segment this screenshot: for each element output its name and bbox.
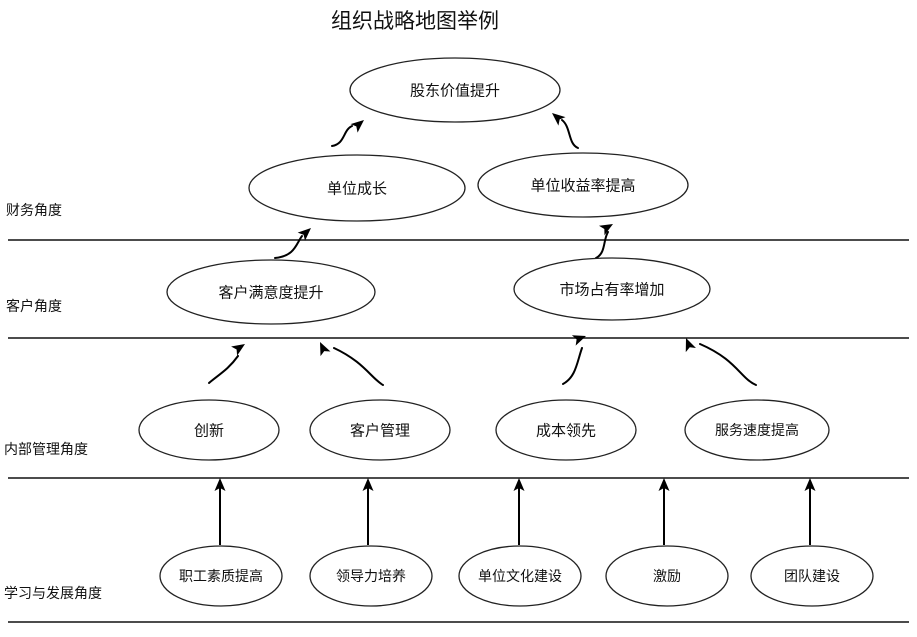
perspective-label-internal: 内部管理角度 <box>4 442 88 458</box>
arrowhead-glyph <box>598 224 613 236</box>
node-label-unit-culture: 单位文化建设 <box>478 569 562 585</box>
arrowhead-satisfaction-to-growth <box>297 228 311 241</box>
link-custmgmt-to-satisfaction <box>333 347 384 386</box>
arrowhead-service-to-share <box>685 338 696 353</box>
arrowhead-glyph <box>685 338 696 353</box>
node-shareholder-value[interactable]: 股东价值提升 <box>349 57 561 123</box>
node-shape-service-speed <box>684 399 830 461</box>
node-team-building[interactable]: 团队建设 <box>750 545 874 607</box>
arrowhead-glyph <box>571 335 586 346</box>
arrowhead-glyph <box>231 344 245 356</box>
link-share-to-profit <box>595 231 609 259</box>
perspective-label-learning: 学习与发展角度 <box>4 586 102 602</box>
arrowhead-glyph <box>513 478 525 491</box>
node-shape-unit-growth <box>248 154 466 222</box>
node-market-share[interactable]: 市场占有率增加 <box>513 257 711 321</box>
node-shape-innovation <box>138 399 280 461</box>
arrowhead-growth-to-shareholder <box>350 120 364 133</box>
node-label-unit-growth: 单位成长 <box>327 180 387 198</box>
node-shape-customer-management <box>309 399 451 461</box>
node-label-cost-leadership: 成本领先 <box>536 422 596 440</box>
arrowhead-culture-to-internal <box>513 478 525 491</box>
page-title: 组织战略地图举例 <box>331 9 499 33</box>
link-profit-to-shareholder <box>561 119 579 149</box>
arrowhead-glyph <box>552 113 566 126</box>
link-innovation-to-satisfaction <box>208 355 239 384</box>
node-shape-staff-quality <box>159 545 283 607</box>
node-unit-profit-rate[interactable]: 单位收益率提高 <box>477 152 689 218</box>
node-shape-customer-satisfaction <box>166 259 376 325</box>
node-shape-market-share <box>513 257 711 321</box>
arrowhead-glyph <box>350 120 364 133</box>
link-cost-to-share <box>562 347 583 385</box>
perspective-dividers <box>8 239 909 623</box>
arrowhead-innovation-to-satisfaction <box>231 344 245 356</box>
node-shape-team-building <box>750 545 874 607</box>
arrowhead-glyph <box>320 342 331 357</box>
arrowhead-glyph <box>362 478 374 491</box>
node-shape-unit-culture <box>458 545 582 607</box>
node-label-shareholder-value: 股东价值提升 <box>410 82 500 100</box>
node-innovation[interactable]: 创新 <box>138 399 280 461</box>
node-label-innovation: 创新 <box>194 422 224 440</box>
arrowhead-glyph <box>214 478 226 491</box>
arrowhead-glyph <box>804 478 816 491</box>
arrowhead-motivation-to-internal <box>658 478 670 491</box>
arrowhead-staff-to-internal <box>214 478 226 491</box>
causal-links <box>208 113 816 545</box>
arrowhead-glyph <box>297 228 311 241</box>
node-unit-culture[interactable]: 单位文化建设 <box>458 545 582 607</box>
node-shape-leadership <box>309 545 433 607</box>
node-label-service-speed: 服务速度提高 <box>715 422 799 439</box>
node-label-customer-management: 客户管理 <box>350 422 410 440</box>
node-unit-growth[interactable]: 单位成长 <box>248 154 466 222</box>
node-customer-management[interactable]: 客户管理 <box>309 399 451 461</box>
node-shape-shareholder-value <box>349 57 561 123</box>
node-customer-satisfaction[interactable]: 客户满意度提升 <box>166 259 376 325</box>
perspective-label-financial: 财务角度 <box>6 203 62 219</box>
node-service-speed[interactable]: 服务速度提高 <box>684 399 830 461</box>
node-label-customer-satisfaction: 客户满意度提升 <box>218 284 323 302</box>
arrowhead-share-to-profit <box>598 224 613 236</box>
arrowhead-team-to-internal <box>804 478 816 491</box>
arrowhead-cost-to-share <box>571 335 586 346</box>
arrowhead-glyph <box>658 478 670 491</box>
node-leadership[interactable]: 领导力培养 <box>309 545 433 607</box>
node-shape-motivation <box>605 545 729 607</box>
node-staff-quality[interactable]: 职工素质提高 <box>159 545 283 607</box>
arrowhead-custmgmt-to-satisfaction <box>320 342 331 357</box>
node-shape-unit-profit-rate <box>477 152 689 218</box>
node-shape-cost-leadership <box>495 399 637 461</box>
link-growth-to-shareholder <box>331 125 353 147</box>
node-label-market-share: 市场占有率增加 <box>559 281 664 299</box>
node-label-leadership: 领导力培养 <box>336 569 406 585</box>
perspective-label-customer: 客户角度 <box>6 298 62 315</box>
arrowhead-profit-to-shareholder <box>552 113 566 126</box>
node-motivation[interactable]: 激励 <box>605 545 729 607</box>
node-label-staff-quality: 职工素质提高 <box>179 568 263 585</box>
arrowhead-leadership-to-internal <box>362 478 374 491</box>
link-service-to-share <box>699 343 757 386</box>
node-label-team-building: 团队建设 <box>784 569 840 585</box>
link-satisfaction-to-growth <box>274 235 303 259</box>
node-cost-leadership[interactable]: 成本领先 <box>495 399 637 461</box>
node-label-unit-profit-rate: 单位收益率提高 <box>530 177 635 195</box>
node-label-motivation: 激励 <box>653 568 681 585</box>
